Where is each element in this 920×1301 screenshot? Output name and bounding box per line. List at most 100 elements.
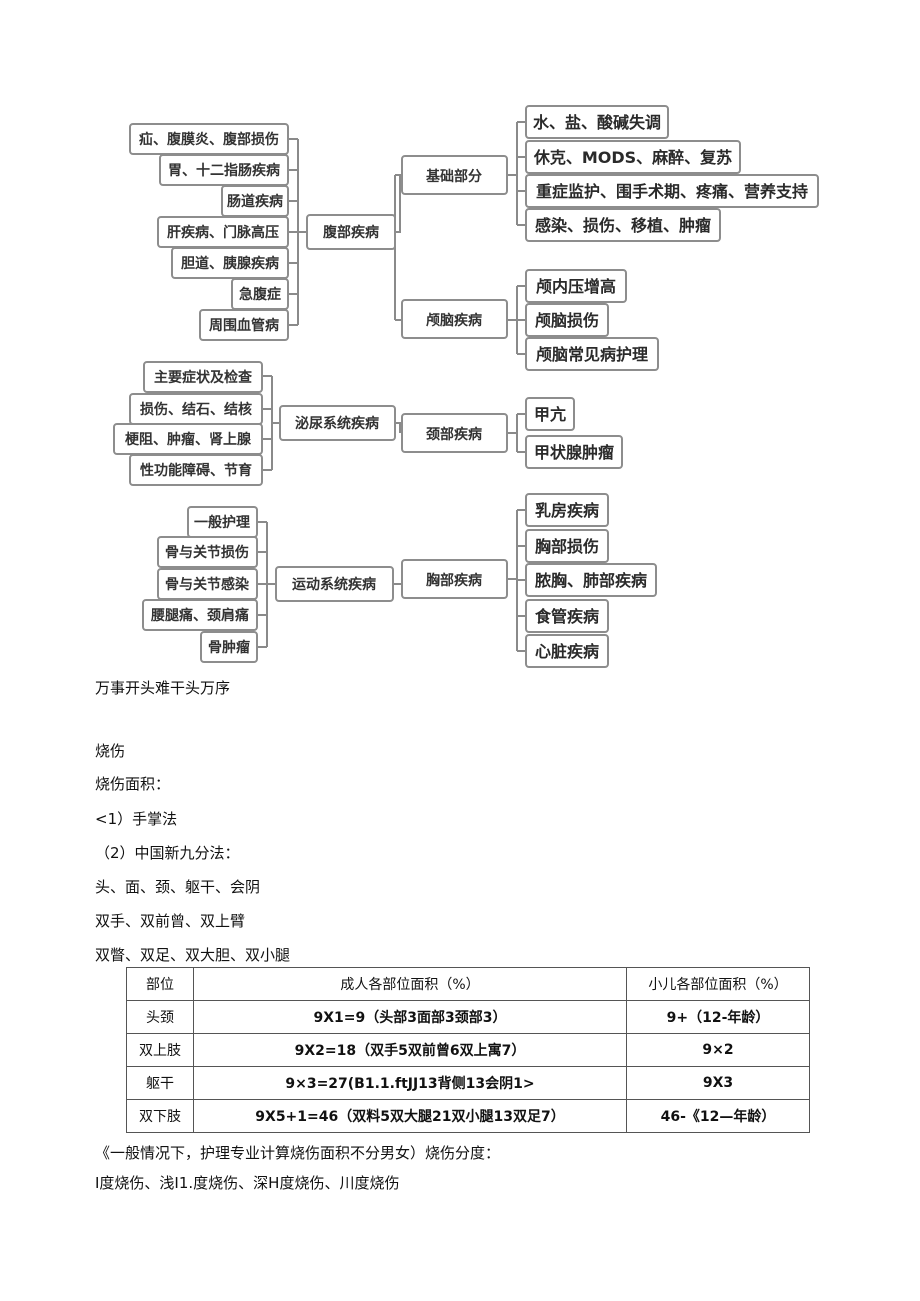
- mm-node-yd-4: 腰腿痛、颈肩痛: [142, 599, 258, 631]
- mm-node-yundong: 运动系统疾病: [275, 566, 394, 602]
- mm-node-mn-2: 损伤、结石、结核: [129, 393, 263, 425]
- table-cell: 9X3: [626, 1066, 810, 1100]
- mm-node-yd-2: 骨与关节损伤: [157, 536, 258, 568]
- burn-area-heading: 烧伤面积：: [95, 775, 171, 793]
- table-cell: 9X5+1=46（双料5双大腿21双小腿13双足7）: [193, 1099, 627, 1133]
- mm-node-xb-3: 脓胸、肺部疾病: [525, 563, 657, 597]
- mm-node-xb-4: 食管疾病: [525, 599, 609, 633]
- mm-node-xb-2: 胸部损伤: [525, 529, 609, 563]
- table-row: 双上肢 9X2=18（双手5双前曾6双上寓7） 9×2: [126, 1033, 810, 1067]
- table-header-cell: 部位: [126, 967, 194, 1001]
- method-nine-rule: （2）中国新九分法：: [95, 844, 240, 862]
- svg-text:食管疾病: 食管疾病: [534, 607, 599, 626]
- mm-node-ln-3: 颅脑常见病护理: [525, 337, 659, 371]
- svg-text:肝疾病、门脉高压: 肝疾病、门脉高压: [167, 224, 279, 241]
- mm-node-jc-1: 水、盐、酸碱失调: [525, 105, 669, 139]
- mm-node-mn-3: 梗阻、肿瘤、肾上腺: [113, 423, 263, 455]
- mm-node-jb-1: 甲亢: [525, 397, 575, 431]
- mm-node-xiongbu: 胸部疾病: [401, 559, 508, 599]
- svg-text:基础部分: 基础部分: [426, 168, 482, 185]
- mm-node-xb-1: 乳房疾病: [525, 493, 609, 527]
- mm-node-ln-2: 颅脑损伤: [525, 303, 609, 337]
- table-header-row: 部位 成人各部位面积（%） 小儿各部位面积（%）: [126, 967, 810, 1001]
- svg-text:脓胸、肺部疾病: 脓胸、肺部疾病: [534, 571, 647, 590]
- svg-text:骨与关节感染: 骨与关节感染: [165, 576, 250, 593]
- mm-node-miniao: 泌尿系统疾病: [279, 405, 396, 441]
- table-cell: 双下肢: [126, 1099, 194, 1133]
- mm-node-jc-4: 感染、损伤、移植、肿瘤: [525, 208, 721, 242]
- mindmap-connectors: [257, 121, 526, 652]
- svg-text:运动系统疾病: 运动系统疾病: [292, 576, 376, 593]
- motto-text: 万事开头难干头万序: [95, 679, 231, 697]
- svg-text:心脏疾病: 心脏疾病: [535, 642, 599, 661]
- mm-node-jc-2: 休克、MODS、麻醉、复苏: [525, 140, 741, 174]
- svg-text:骨肿瘤: 骨肿瘤: [208, 639, 250, 656]
- mm-node-fu-6: 急腹症: [231, 278, 289, 310]
- table-cell: 9×3=27(B1.1.ftJJ13背侧13会阴1>: [193, 1066, 627, 1100]
- mm-node-yd-3: 骨与关节感染: [157, 568, 258, 600]
- svg-text:颈部疾病: 颈部疾病: [425, 426, 482, 443]
- mm-node-lunao: 颅脑疾病: [401, 299, 508, 339]
- svg-text:乳房疾病: 乳房疾病: [535, 501, 599, 520]
- svg-text:胸部损伤: 胸部损伤: [535, 537, 599, 556]
- mm-node-jb-2: 甲状腺肿瘤: [525, 435, 623, 469]
- body-parts-line-1: 头、面、颈、躯干、会阴: [95, 878, 261, 896]
- table-row: 头颈 9X1=9（头部3面部3颈部3） 9+（12-年龄）: [126, 1000, 810, 1034]
- svg-text:颅脑常见病护理: 颅脑常见病护理: [536, 345, 648, 364]
- mm-node-ln-1: 颅内压增高: [525, 269, 627, 303]
- svg-text:急腹症: 急腹症: [239, 286, 281, 303]
- table-cell: 9×2: [626, 1033, 810, 1067]
- svg-text:感染、损伤、移植、肿瘤: 感染、损伤、移植、肿瘤: [535, 216, 711, 235]
- mm-node-fu-7: 周围血管病: [199, 309, 289, 341]
- svg-text:骨与关节损伤: 骨与关节损伤: [165, 544, 249, 561]
- surgery-mindmap: 疝、腹膜炎、腹部损伤 胃、十二指肠疾病 肠道疾病 肝疾病、门脉高压 胆道、胰腺疾…: [113, 105, 819, 668]
- mm-node-jc-3: 重症监护、围手术期、疼痛、营养支持: [525, 174, 819, 208]
- table-header-cell: 小儿各部位面积（%）: [626, 967, 810, 1001]
- svg-text:甲状腺肿瘤: 甲状腺肿瘤: [534, 443, 614, 462]
- mm-node-yd-1: 一般护理: [187, 506, 258, 538]
- svg-text:胸部疾病: 胸部疾病: [426, 572, 482, 589]
- mm-node-mn-4: 性功能障碍、节育: [129, 454, 263, 486]
- svg-text:颅内压增高: 颅内压增高: [536, 277, 616, 296]
- svg-text:胆道、胰腺疾病: 胆道、胰腺疾病: [181, 255, 279, 272]
- svg-text:甲亢: 甲亢: [534, 405, 566, 424]
- table-header-cell: 成人各部位面积（%）: [193, 967, 627, 1001]
- mm-node-mn-1: 主要症状及检查: [143, 361, 263, 393]
- mm-node-xb-5: 心脏疾病: [525, 634, 609, 668]
- method-palm: <1）手掌法: [95, 810, 178, 828]
- mm-node-yd-5: 骨肿瘤: [200, 631, 258, 663]
- mm-node-fu-1: 疝、腹膜炎、腹部损伤: [129, 123, 289, 155]
- svg-text:肠道疾病: 肠道疾病: [227, 193, 283, 210]
- table-cell: 46-《12—年龄）: [626, 1099, 810, 1133]
- svg-text:休克、MODS、麻醉、复苏: 休克、MODS、麻醉、复苏: [533, 148, 732, 167]
- section-heading-burn: 烧伤: [95, 742, 126, 760]
- mm-node-fu-2: 胃、十二指肠疾病: [159, 154, 289, 186]
- mm-node-fu-4: 肝疾病、门脉高压: [157, 216, 289, 248]
- body-parts-line-2: 双手、双前曾、双上臂: [95, 912, 246, 930]
- mm-node-fu-5: 胆道、胰腺疾病: [171, 247, 289, 279]
- table-row: 双下肢 9X5+1=46（双料5双大腿21双小腿13双足7） 46-《12—年龄…: [126, 1099, 810, 1133]
- svg-text:泌尿系统疾病: 泌尿系统疾病: [295, 415, 379, 432]
- svg-text:周围血管病: 周围血管病: [209, 317, 279, 334]
- svg-text:腹部疾病: 腹部疾病: [323, 224, 379, 241]
- table-cell: 躯干: [126, 1066, 194, 1100]
- table-row: 躯干 9×3=27(B1.1.ftJJ13背侧13会阴1> 9X3: [126, 1066, 810, 1100]
- svg-text:疝、腹膜炎、腹部损伤: 疝、腹膜炎、腹部损伤: [139, 131, 279, 148]
- mm-node-fu-3: 肠道疾病: [221, 185, 289, 217]
- table-cell: 9X1=9（头部3面部3颈部3）: [193, 1000, 627, 1034]
- mm-node-jingbu: 颈部疾病: [401, 413, 508, 453]
- table-cell: 9X2=18（双手5双前曾6双上寓7）: [193, 1033, 627, 1067]
- svg-text:重症监护、围手术期、疼痛、营养支持: 重症监护、围手术期、疼痛、营养支持: [536, 182, 808, 201]
- mm-node-fubu: 腹部疾病: [306, 214, 396, 250]
- burn-area-table: 部位 成人各部位面积（%） 小儿各部位面积（%） 头颈 9X1=9（头部3面部3…: [126, 967, 810, 1133]
- svg-text:腰腿痛、颈肩痛: 腰腿痛、颈肩痛: [150, 607, 249, 624]
- svg-text:颅脑疾病: 颅脑疾病: [426, 312, 482, 329]
- svg-text:主要症状及检查: 主要症状及检查: [154, 369, 253, 386]
- table-cell: 9+（12-年龄）: [626, 1000, 810, 1034]
- svg-text:梗阻、肿瘤、肾上腺: 梗阻、肿瘤、肾上腺: [125, 431, 252, 448]
- table-cell: 双上肢: [126, 1033, 194, 1067]
- svg-text:一般护理: 一般护理: [194, 514, 250, 531]
- table-cell: 头颈: [126, 1000, 194, 1034]
- svg-text:性功能障碍、节育: 性功能障碍、节育: [140, 462, 252, 479]
- svg-text:损伤、结石、结核: 损伤、结石、结核: [140, 401, 252, 418]
